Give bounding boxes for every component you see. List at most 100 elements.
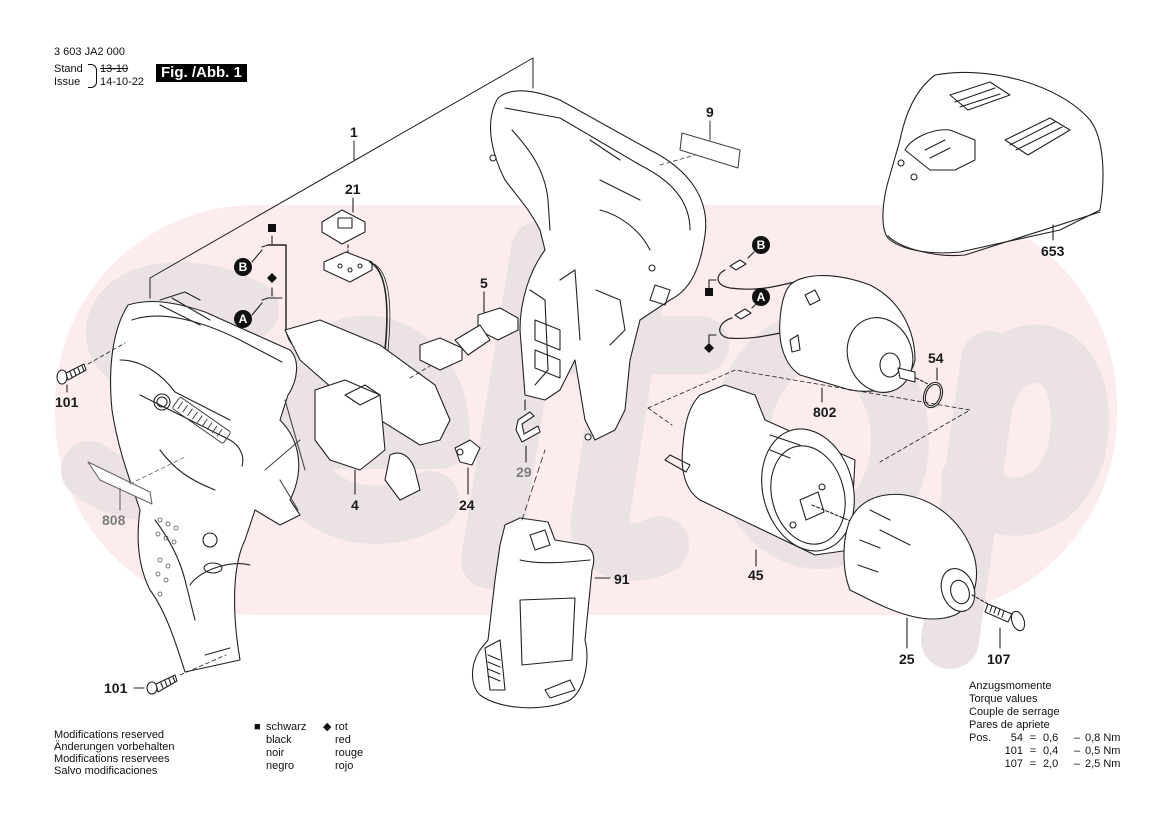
torque-max: 0,5 Nm [1085, 745, 1121, 757]
torque-title-de: Anzugsmomente [969, 680, 1052, 692]
legend-black-de: schwarz [266, 721, 307, 733]
switch-cover-21 [321, 197, 366, 256]
connector-b-right: B [752, 236, 770, 254]
torque-min: 2,0 [1043, 758, 1059, 770]
direction-switch-5 [409, 291, 541, 379]
part-label-21[interactable]: 21 [345, 181, 361, 197]
stand-label: Stand [54, 63, 83, 75]
clip-29 [515, 399, 541, 463]
torque-title-fr: Couple de serrage [969, 706, 1060, 718]
part-label-101-bottom[interactable]: 101 [104, 680, 128, 696]
torque-pos: 107 [1004, 758, 1023, 770]
brace-icon [88, 64, 97, 88]
electronics-module-4 [284, 319, 451, 501]
legend-black-en: black [266, 734, 292, 746]
left-housing-shell [110, 291, 306, 673]
part-label-107[interactable]: 107 [987, 651, 1011, 667]
torque-indent [969, 758, 999, 771]
screw-107 [984, 603, 1026, 649]
label-9 [659, 120, 741, 169]
part-label-9[interactable]: 9 [706, 104, 714, 120]
legend-red-es: rojo [335, 760, 354, 772]
legend-black: ■ schwarz black noir negro [254, 721, 318, 773]
legend-black-fr: noir [266, 747, 285, 759]
legend-red-en: red [335, 734, 351, 746]
part-number: 3 603 JA2 000 [54, 46, 125, 58]
torque-title-en: Torque values [969, 693, 1038, 705]
torque-eq: = [1029, 745, 1037, 757]
torque-values: Anzugsmomente Torque values Couple de se… [969, 680, 1120, 771]
screw-101-bottom [133, 654, 227, 695]
black-square-icon: ■ [254, 721, 261, 733]
right-housing-shell [489, 90, 707, 441]
wire-color-markers [267, 224, 714, 353]
pcb-board [323, 251, 391, 351]
part-label-101-top[interactable]: 101 [55, 394, 79, 410]
o-ring-54 [922, 367, 944, 409]
torque-row: 107 = 2,0 – 2,5 Nm [969, 758, 1121, 771]
part-label-25[interactable]: 25 [899, 651, 915, 667]
charger-653 [882, 71, 1104, 257]
connector-a-left: A [234, 310, 252, 328]
torque-pos: 54 [1010, 732, 1023, 744]
part-label-5[interactable]: 5 [480, 275, 488, 291]
watermark-letter-e [263, 315, 470, 544]
torque-min: 0,4 [1043, 745, 1059, 757]
torque-eq: = [1029, 758, 1037, 770]
note-line: Modifications reservees [54, 753, 170, 765]
torque-title-es: Pares de apriete [969, 719, 1050, 731]
part-label-802[interactable]: 802 [813, 404, 837, 420]
torque-eq: = [1029, 732, 1037, 744]
modifications-notes: Modifications reserved Änderungen vorbeh… [54, 729, 174, 777]
torque-dash: – [1073, 758, 1081, 770]
torque-row: Pos. 54 = 0,6 – 0,8 Nm [969, 732, 1120, 745]
screw-101-top [56, 342, 126, 393]
legend-red: ◆rot red rouge rojo [323, 721, 383, 773]
part-label-4[interactable]: 4 [351, 497, 359, 513]
assembly-dashed-frame [647, 369, 971, 463]
torque-indent [969, 745, 999, 758]
part-label-24[interactable]: 24 [459, 497, 475, 513]
part-label-653[interactable]: 653 [1041, 243, 1065, 259]
label-808 [87, 456, 186, 511]
red-marker-a-left [267, 273, 277, 283]
black-marker-b-left [268, 224, 276, 232]
stand-old-date: 13-10 [100, 63, 129, 75]
torque-dash: – [1073, 745, 1081, 757]
red-marker-a-right [704, 343, 714, 353]
led-holder-24 [454, 439, 481, 495]
torque-max: 0,8 Nm [1085, 732, 1121, 744]
torque-min: 0,6 [1043, 732, 1059, 744]
part-label-1[interactable]: 1 [350, 124, 358, 140]
part-label-29[interactable]: 29 [516, 464, 532, 480]
motor-802 [779, 275, 929, 403]
note-line: Änderungen vorbehalten [54, 741, 175, 753]
gearbox-45 [664, 384, 861, 567]
legend-black-es: negro [266, 760, 295, 772]
torque-row: 101 = 0,4 – 0,5 Nm [969, 745, 1121, 758]
legend-red-fr: rouge [335, 747, 364, 759]
part-label-808[interactable]: 808 [102, 512, 126, 528]
part-label-45[interactable]: 45 [748, 567, 764, 583]
torque-dash: – [1073, 732, 1081, 744]
black-marker-b-right [705, 288, 713, 296]
note-line: Salvo modificaciones [54, 765, 158, 777]
chuck-25 [843, 493, 989, 649]
part-label-54[interactable]: 54 [928, 350, 944, 366]
connector-b-left: B [234, 258, 252, 276]
wire-harness-right [708, 251, 796, 344]
legend-red-de: rot [335, 721, 348, 733]
torque-max: 2,5 Nm [1085, 758, 1121, 770]
pos-label: Pos. [969, 732, 992, 744]
battery-91 [471, 449, 611, 709]
note-line: Modifications reserved [54, 729, 165, 741]
black-diamond-icon: ◆ [323, 721, 332, 733]
issue-label: Issue [54, 76, 81, 88]
part-label-91[interactable]: 91 [614, 571, 630, 587]
bosch-logo [172, 397, 231, 444]
figure-badge: Fig. /Abb. 1 [156, 64, 247, 82]
assembly-bracket-1 [149, 57, 534, 299]
torque-pos: 101 [1004, 745, 1023, 757]
connector-a-right: A [752, 288, 770, 306]
